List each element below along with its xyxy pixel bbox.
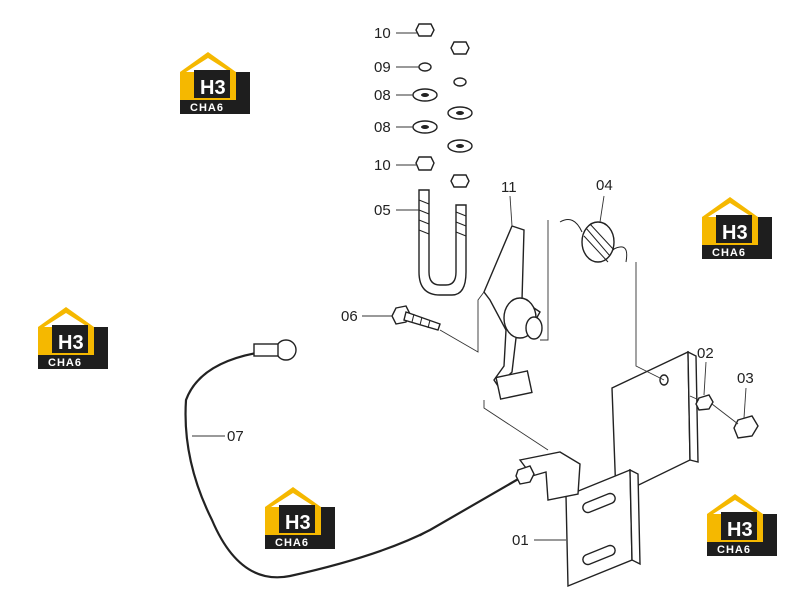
lever-part-11: [483, 225, 543, 400]
callout-08-upper: 08: [374, 87, 391, 104]
nut-part-03: [733, 415, 759, 439]
logo-right-bottom: H3 CHA6: [707, 494, 777, 556]
lock-washer-part-09: [418, 62, 432, 72]
callout-10-top: 10: [374, 25, 391, 42]
lock-washer-right: [453, 77, 467, 87]
callout-10-bottom: 10: [374, 157, 391, 174]
logo-left-middle: H3 CHA6: [38, 307, 108, 369]
spring-part-04: [559, 219, 628, 263]
callout-11: 11: [501, 179, 517, 196]
logo-subtext: CHA6: [48, 357, 82, 369]
nut-part-10-bottom: [415, 156, 435, 171]
cable-part-07: [184, 339, 535, 579]
logo-right-upper: H3 CHA6: [702, 197, 772, 259]
nut-right-top: [450, 41, 470, 55]
logo-mark: H3: [200, 77, 226, 99]
washer-part-02: [695, 394, 714, 411]
nut-right-bottom: [450, 174, 470, 188]
u-bolt-part-05: [418, 189, 467, 296]
logo-mark: H3: [722, 222, 748, 244]
hardware-stack-right: [447, 41, 473, 188]
logo-subtext: CHA6: [717, 544, 751, 556]
hardware-stack-left: [412, 23, 438, 171]
logo-subtext: CHA6: [275, 537, 309, 549]
callout-02: 02: [697, 345, 714, 362]
logo-mark: H3: [58, 332, 84, 354]
callout-05: 05: [374, 202, 391, 219]
callout-09: 09: [374, 59, 391, 76]
bolt-part-06: [391, 305, 441, 331]
callout-04: 04: [596, 177, 613, 194]
logo-center-bottom: H3 CHA6: [265, 487, 335, 549]
callout-03: 03: [737, 370, 754, 387]
leader-lines: [192, 32, 747, 541]
logo-subtext: CHA6: [190, 102, 224, 114]
callout-07: 07: [227, 428, 244, 445]
logo-subtext: CHA6: [712, 247, 746, 259]
logo-mark: H3: [285, 512, 311, 534]
bracket-part-01: [518, 350, 699, 588]
nut-part-10-top: [415, 23, 435, 37]
callout-01: 01: [512, 532, 529, 549]
logo-mark: H3: [727, 519, 753, 541]
logo-top-left: H3 CHA6: [180, 52, 250, 114]
callout-06: 06: [341, 308, 358, 325]
callout-08-lower: 08: [374, 119, 391, 136]
